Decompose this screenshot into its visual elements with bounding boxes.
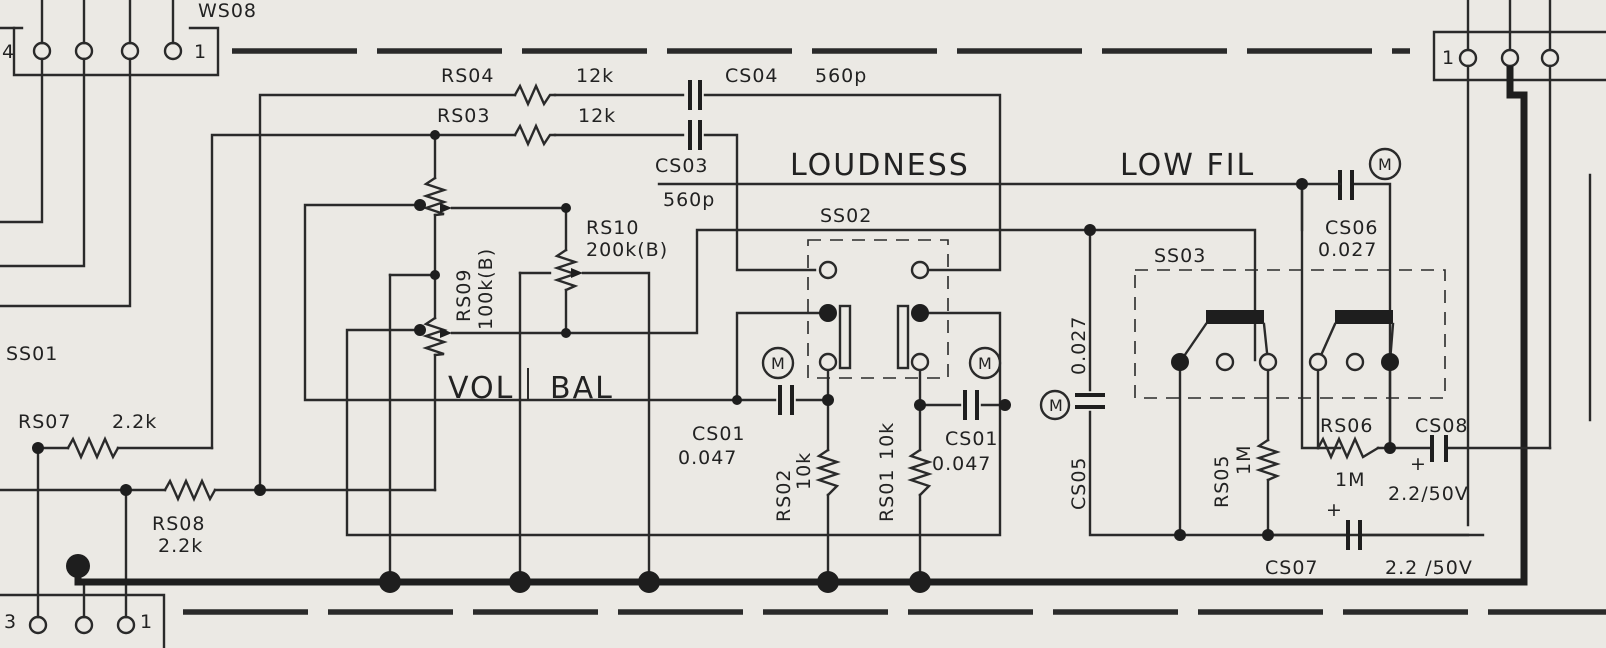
resistor-rs02 bbox=[815, 448, 841, 497]
cs01-right-ref: CS01 bbox=[945, 428, 999, 450]
cs07-value: 2.2 /50V bbox=[1385, 557, 1473, 579]
rs10-ref: RS10 bbox=[586, 217, 639, 239]
ws08-label: WS08 bbox=[198, 0, 257, 22]
capacitor-cs06 bbox=[1300, 170, 1354, 200]
interconnect-wiring bbox=[0, 93, 1552, 577]
cs01-left-value: 0.047 bbox=[678, 447, 737, 469]
resistor-rs01 bbox=[907, 448, 933, 497]
bottom-pin-3: 3 bbox=[4, 611, 17, 633]
connector-right: 1 bbox=[1432, 0, 1606, 527]
cs08-polarity: + bbox=[1410, 453, 1427, 475]
capacitor-cs07: + bbox=[1326, 499, 1362, 550]
rs01-ref: RS01 bbox=[876, 469, 898, 522]
resistor-rs04 bbox=[513, 83, 557, 107]
rs01-value: 10k bbox=[876, 422, 898, 460]
cs04-value: 560p bbox=[815, 65, 867, 87]
rs02-value: 10k bbox=[793, 452, 815, 490]
resistor-rs08 bbox=[163, 478, 217, 502]
junctions bbox=[32, 130, 1396, 593]
cs05-value: 0.027 bbox=[1068, 316, 1090, 375]
capacitor-cs03 bbox=[688, 120, 702, 150]
mylar-marker-cs01-right: M bbox=[968, 346, 1002, 380]
rs03-value: 12k bbox=[578, 105, 616, 127]
rs09-ref: RS09 bbox=[453, 269, 475, 322]
ws08-pin-1: 1 bbox=[194, 41, 207, 63]
svg-text:M: M bbox=[1378, 155, 1392, 174]
potentiometer-rs09-upper bbox=[422, 176, 452, 217]
ws08-pin-4: 4 bbox=[2, 41, 15, 63]
rs08-ref: RS08 bbox=[152, 513, 205, 535]
low-fil-label: LOW FIL bbox=[1120, 148, 1255, 183]
ss01-label: SS01 bbox=[6, 343, 58, 365]
rs05-ref: RS05 bbox=[1211, 455, 1233, 508]
cs07-polarity: + bbox=[1326, 499, 1343, 521]
rs07-value: 2.2k bbox=[112, 411, 157, 433]
rs02-ref: RS02 bbox=[773, 469, 795, 522]
mylar-marker-cs01-left: M bbox=[761, 346, 795, 380]
rs09-value: 100k(B) bbox=[475, 248, 497, 330]
cs05-ref: CS05 bbox=[1068, 456, 1090, 510]
ground-bus bbox=[74, 66, 1528, 586]
potentiometer-rs09-lower bbox=[422, 316, 452, 357]
switch-ss02 bbox=[807, 239, 949, 379]
loudness-label: LOUDNESS bbox=[790, 148, 970, 183]
svg-text:M: M bbox=[978, 354, 992, 373]
mylar-marker-cs05: M bbox=[1039, 389, 1071, 421]
svg-text:M: M bbox=[771, 354, 785, 373]
resistor-rs03 bbox=[513, 123, 557, 147]
cs07-ref: CS07 bbox=[1265, 557, 1319, 579]
rs05-value: 1M bbox=[1233, 445, 1255, 475]
cs08-value: 2.2/50V bbox=[1388, 483, 1469, 505]
connector-ws08: WS08 4 1 bbox=[0, 0, 257, 77]
potentiometer-rs10 bbox=[553, 248, 583, 292]
ws08-pins bbox=[32, 41, 183, 61]
cs01-right-value: 0.047 bbox=[932, 453, 991, 475]
capacitor-cs01-right bbox=[963, 390, 979, 420]
connector-bottom: 3 1 bbox=[0, 446, 166, 648]
capacitor-cs05 bbox=[1075, 393, 1105, 409]
bal-label: BAL bbox=[550, 371, 614, 406]
resistor-rs05 bbox=[1255, 438, 1281, 482]
resistor-rs06 bbox=[1316, 436, 1380, 460]
rs06-value: 1M bbox=[1335, 469, 1365, 491]
ss03-label: SS03 bbox=[1154, 245, 1206, 267]
cs06-ref: CS06 bbox=[1325, 217, 1379, 239]
rs07-ref: RS07 bbox=[18, 411, 71, 433]
cs03-value: 560p bbox=[663, 189, 715, 211]
cs04-ref: CS04 bbox=[725, 65, 779, 87]
rs03-ref: RS03 bbox=[437, 105, 490, 127]
switch-ss03 bbox=[1134, 269, 1446, 399]
ws08-leads bbox=[0, 0, 175, 308]
rs06-ref: RS06 bbox=[1320, 415, 1373, 437]
right-pin-1: 1 bbox=[1442, 47, 1455, 69]
rs08-value: 2.2k bbox=[158, 535, 203, 557]
bottom-pin-1: 1 bbox=[140, 611, 153, 633]
cs01-left-ref: CS01 bbox=[692, 423, 746, 445]
vol-label: VOL bbox=[448, 371, 514, 406]
capacitor-cs04 bbox=[688, 80, 702, 110]
cs08-ref: CS08 bbox=[1415, 415, 1469, 437]
mylar-marker-cs06: M bbox=[1368, 147, 1402, 181]
rs04-value: 12k bbox=[576, 65, 614, 87]
resistor-rs07 bbox=[66, 436, 120, 460]
rs10-value: 200k(B) bbox=[586, 239, 668, 261]
capacitor-cs01-left bbox=[778, 385, 794, 415]
cs06-value: 0.027 bbox=[1318, 239, 1377, 261]
ss02-label: SS02 bbox=[820, 205, 872, 227]
capacitor-cs08: + bbox=[1410, 435, 1448, 475]
cs03-ref: CS03 bbox=[655, 155, 709, 177]
svg-text:M: M bbox=[1049, 396, 1063, 415]
rs04-ref: RS04 bbox=[441, 65, 494, 87]
